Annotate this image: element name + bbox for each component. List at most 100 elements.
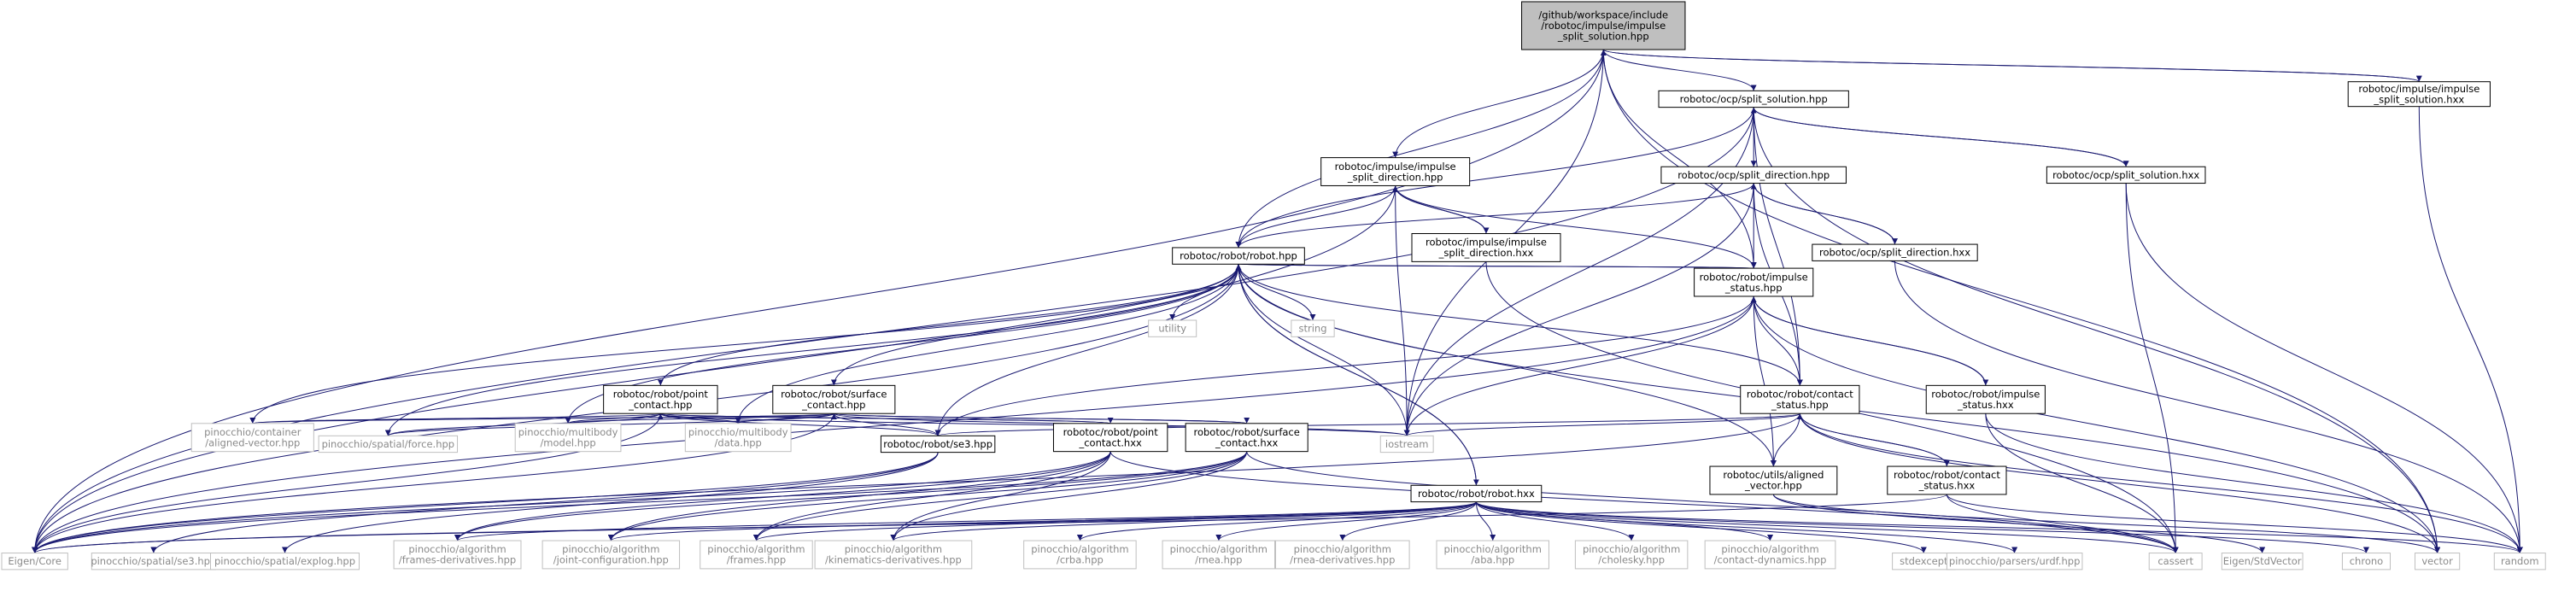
node-label-crba: /crba.hpp [1057,554,1104,566]
node-iostream: iostream [1379,435,1434,453]
node-urdf: pinocchio/parsers/urdf.hpp [1946,553,2083,571]
edge-point_contact_hxx-to-eigen_core [32,451,1111,553]
node-contact_status_hxx[interactable]: robotoc/robot/contact_status.hxx [1887,465,2007,495]
node-imp_dir_hpp[interactable]: robotoc/impulse/impulse_split_direction.… [1320,157,1471,186]
node-imp_status_hpp[interactable]: robotoc/robot/impulse_status.hpp [1694,267,1814,297]
node-cholesky: pinocchio/algorithm/cholesky.hpp [1574,540,1689,570]
edge-imp_status_hpp-to-contact_status_hpp [1753,296,1803,386]
edge-surface_contact_hxx-to-surface_contact_hpp [831,413,1248,424]
node-label-utils_aligned: _vector.hpp [1744,480,1802,492]
node-ocp_sol[interactable]: robotoc/ocp/split_solution.hpp [1658,90,1849,108]
node-box-ocp_dir_hxx [1812,243,1978,261]
node-stdexcept: stdexcept [1892,553,1956,571]
node-box-robot_hpp [1172,247,1305,265]
node-chrono: chrono [2341,553,2392,571]
node-label-cholesky: pinocchio/algorithm [1583,543,1680,555]
node-label-imp_dir_hxx: robotoc/impulse/impulse [1426,237,1547,249]
node-se3_pin: pinocchio/spatial/se3.hpp [91,553,216,571]
node-label-aba: /aba.hpp [1471,554,1514,566]
node-box-ocp_sol [1658,90,1849,108]
node-label-aba: pinocchio/algorithm [1444,543,1542,555]
node-point_contact_hpp[interactable]: robotoc/robot/point_contact.hpp [603,384,718,414]
edge-imp_sol_hxx-to-root [1601,49,2420,83]
node-box-imp_status_hpp [1694,267,1814,297]
node-label-cholesky: /cholesky.hpp [1598,554,1665,566]
node-label-aligned_vector_pin: pinocchio/container [204,426,302,438]
node-label-chrono: chrono [2350,555,2383,567]
edge-robot_hxx-to-aba [1475,501,1496,541]
node-imp_sol_hxx[interactable]: robotoc/impulse/impulse_split_solution.h… [2347,81,2491,108]
edge-robot_hpp-to-iostream [1238,264,1410,436]
edge-contact_status_hxx-to-cassert [1946,494,2179,553]
node-label-ocp_dir_hpp: robotoc/ocp/split_direction.hpp [1677,169,1830,181]
node-box-random [2493,553,2546,571]
node-label-imp_status_hpp: _status.hpp [1724,282,1783,294]
node-imp_dir_hxx[interactable]: robotoc/impulse/impulse_split_direction.… [1411,233,1561,262]
node-robot_hpp[interactable]: robotoc/robot/robot.hpp [1172,247,1305,265]
node-label-robot_hxx: robotoc/robot/robot.hxx [1418,488,1535,500]
edge-robot_hxx-to-frames [753,501,1477,541]
node-box-contact_status_hpp [1740,384,1860,414]
node-surface_contact_hxx[interactable]: robotoc/robot/surface_contact.hxx [1185,423,1308,453]
node-label-utility: utility [1158,323,1186,335]
node-label-surface_contact_hxx: _contact.hxx [1215,436,1279,448]
edge-ocp_sol_hxx-to-cassert [2125,183,2179,553]
node-point_contact_hxx[interactable]: robotoc/robot/point_contact.hxx [1052,423,1168,453]
node-random: random [2493,553,2546,571]
node-label-cassert: cassert [2157,555,2193,567]
node-string: string [1291,319,1335,337]
node-box-explog [210,553,360,571]
node-box-se3_robot [880,435,996,453]
node-root[interactable]: /github/workspace/include/robotoc/impuls… [1521,1,1686,50]
node-label-imp_status_hxx: robotoc/robot/impulse [1931,389,2040,401]
edge-contact_status_hpp-to-vector [1799,413,2441,553]
edge-ocp_sol-to-vector [1753,107,2441,553]
node-contact_dyn: pinocchio/algorithm/contact-dynamics.hpp [1704,540,1836,570]
node-box-kin_deriv [814,540,973,570]
edge-point_contact_hxx-to-cassert [1109,451,2179,553]
edge-imp_dir_hpp-to-iostream [1395,185,1410,436]
node-explog: pinocchio/spatial/explog.hpp [210,553,360,571]
edge-robot_hxx-to-chrono [1475,501,2369,553]
edge-imp_dir_hpp-to-robot_hpp [1235,185,1396,248]
node-label-contact_dyn: /contact-dynamics.hpp [1714,554,1827,566]
node-ocp_dir_hxx[interactable]: robotoc/ocp/split_direction.hxx [1812,243,1978,261]
node-label-se3_pin: pinocchio/spatial/se3.hpp [91,555,216,567]
node-box-imp_sol_hxx [2347,81,2491,108]
edge-robot_hpp-to-se3_robot [934,264,1239,436]
edge-contact_status_hpp-to-iostream [1403,413,1800,436]
node-label-se3_robot: robotoc/robot/se3.hpp [883,438,992,450]
edge-robot_hxx-to-urdf [1475,501,2018,553]
node-frames_deriv: pinocchio/algorithm/frames-derivatives.h… [393,540,522,570]
node-ocp_sol_hxx[interactable]: robotoc/ocp/split_solution.hxx [2046,166,2206,184]
node-robot_hxx[interactable]: robotoc/robot/robot.hxx [1410,484,1543,503]
edge-ocp_sol_hxx-to-random [2125,183,2523,553]
node-utils_aligned[interactable]: robotoc/utils/aligned_vector.hpp [1709,465,1838,495]
edge-imp_status_hpp-to-vector [1753,296,2441,553]
node-box-frames [700,540,813,570]
edge-robot_hpp-to-contact_status_hpp [1238,264,1803,386]
node-joint_config: pinocchio/algorithm/joint-configuration.… [542,540,681,570]
node-label-root: /robotoc/impulse/impulse [1541,20,1666,32]
node-label-string: string [1298,323,1326,335]
edge-robot_hxx-to-random [1475,501,2523,553]
node-ocp_dir_hpp[interactable]: robotoc/ocp/split_direction.hpp [1660,166,1847,184]
edge-contact_status_hpp-to-random [1799,413,2523,553]
node-label-data_hpp: /data.hpp [715,436,762,448]
node-imp_status_hxx[interactable]: robotoc/robot/impulse_status.hxx [1925,384,2046,414]
node-aligned_vector_pin: pinocchio/container/aligned-vector.hpp [190,423,314,453]
edge-imp_dir_hpp-to-imp_status_hpp [1395,185,1757,269]
node-label-data_hpp: pinocchio/multibody [688,426,788,438]
node-label-joint_config: pinocchio/algorithm [562,543,659,555]
node-box-imp_status_hxx [1925,384,2046,414]
node-surface_contact_hpp[interactable]: robotoc/robot/surface_contact.hpp [772,384,896,414]
node-label-ocp_sol: robotoc/ocp/split_solution.hpp [1680,93,1828,105]
edge-root-to-ocp_sol [1602,49,1757,91]
node-label-joint_config: /joint-configuration.hpp [553,554,669,566]
edge-point_contact_hpp-to-iostream [659,413,1410,436]
node-label-eigen_core: Eigen/Core [8,555,61,567]
node-contact_status_hpp[interactable]: robotoc/robot/contact_status.hpp [1740,384,1860,414]
node-force_hpp: pinocchio/spatial/force.hpp [318,435,459,453]
node-eigen_core: Eigen/Core [1,553,68,571]
node-se3_robot[interactable]: robotoc/robot/se3.hpp [880,435,996,453]
